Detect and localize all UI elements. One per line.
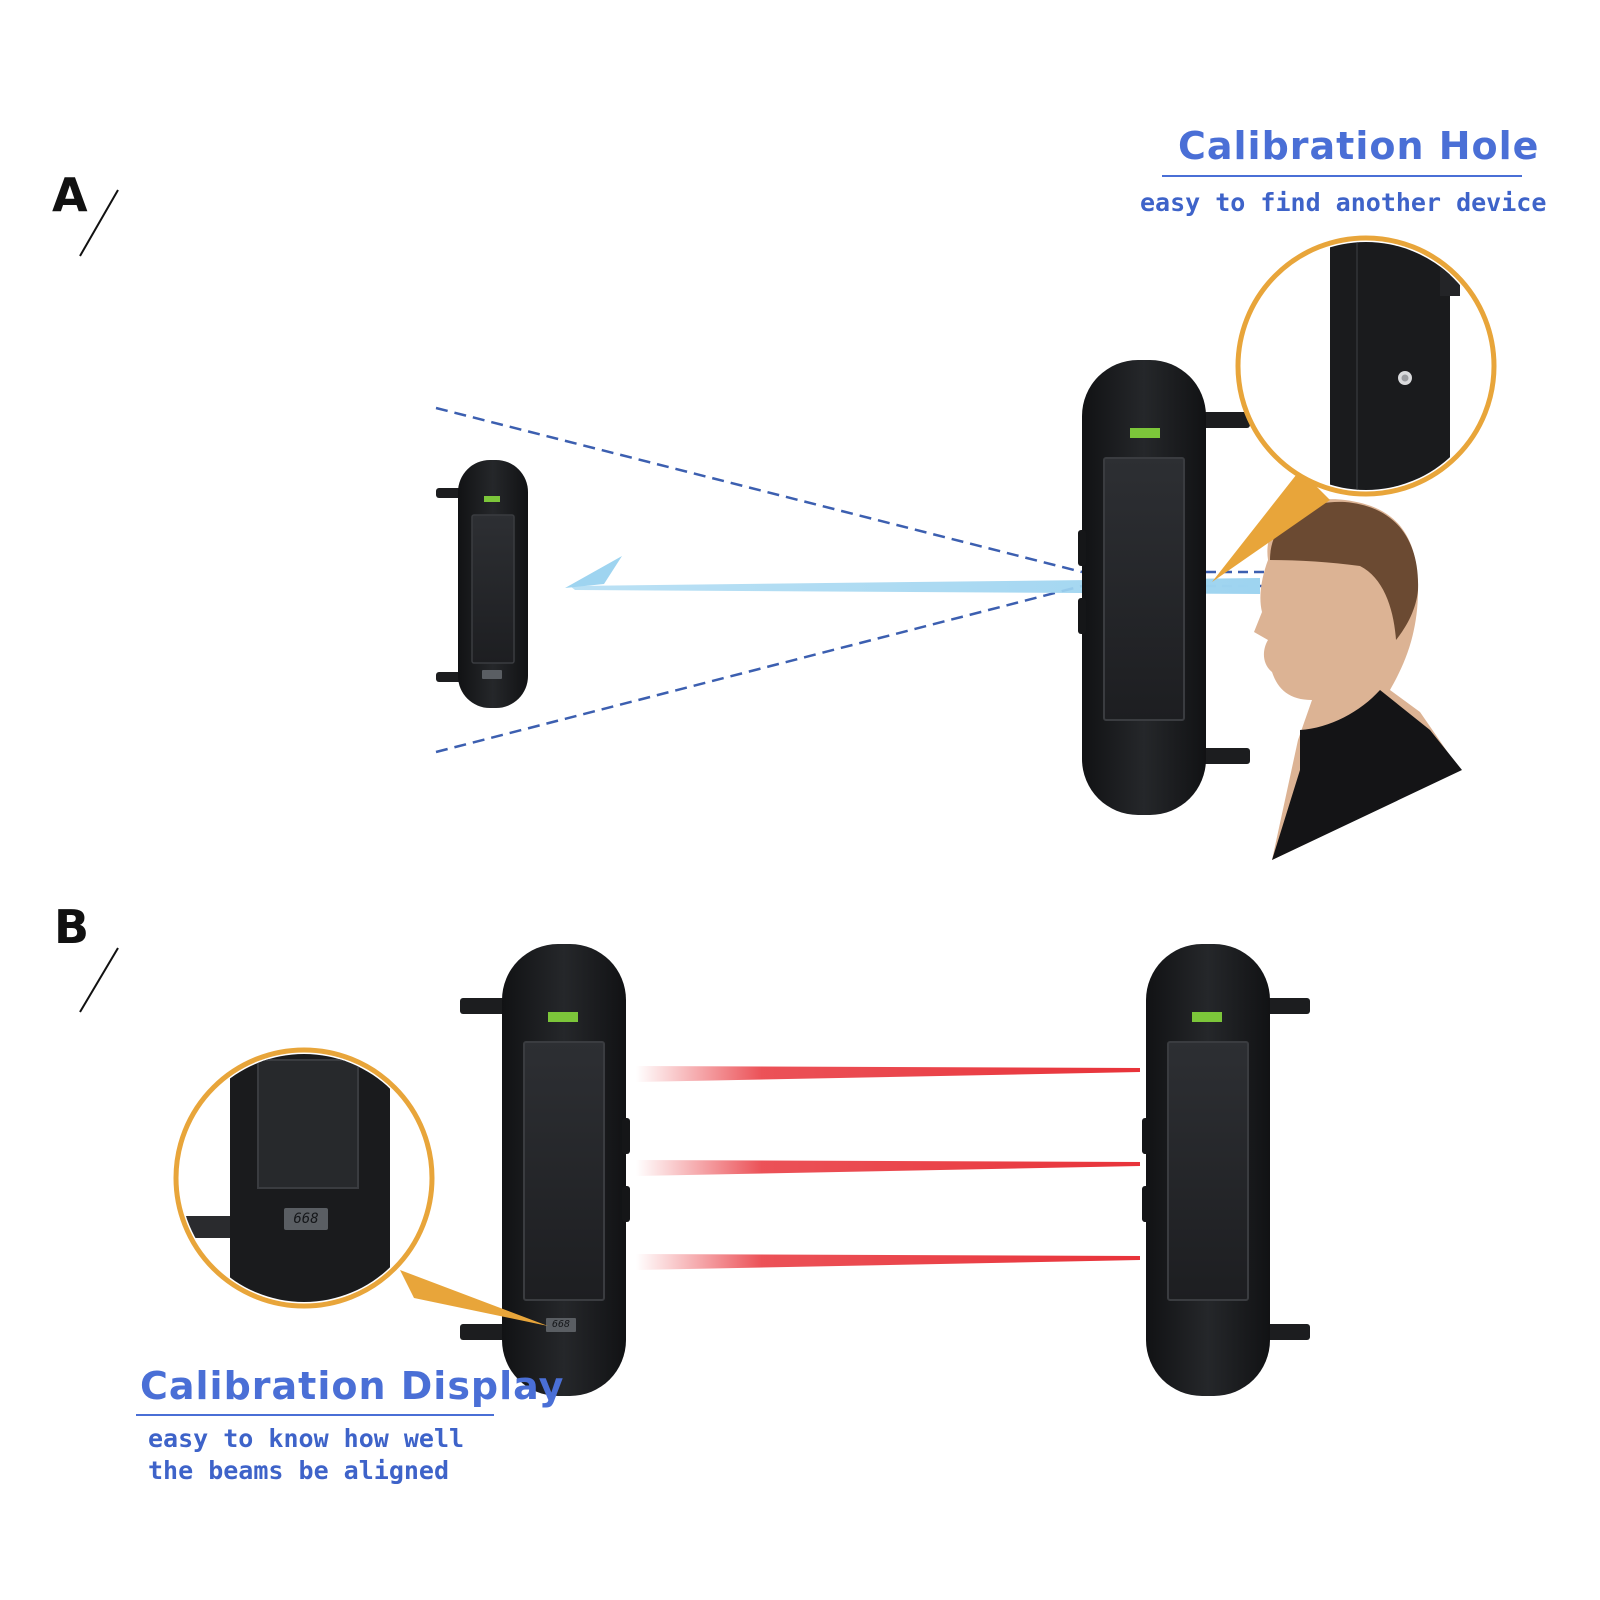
calibration-display-zoom <box>173 1047 548 1326</box>
calibration-hole-title: Calibration Hole <box>1178 124 1540 168</box>
calibration-hole-zoom <box>1212 235 1497 582</box>
calibration-display-rule <box>136 1414 494 1416</box>
calibration-display-title: Calibration Display <box>140 1364 565 1408</box>
left-device-b <box>460 944 630 1396</box>
far-device-a <box>436 460 528 708</box>
calibration-display-subtitle-line1: easy to know how well <box>148 1424 465 1453</box>
right-device-b <box>1142 944 1310 1396</box>
display-readout-device: 668 <box>551 1319 571 1330</box>
calibration-hole-subtitle: easy to find another device <box>1140 188 1547 217</box>
red-beams <box>636 1066 1140 1270</box>
display-readout-zoom: 668 <box>293 1211 319 1227</box>
near-device-a <box>1078 360 1250 815</box>
panel-letter-b: B <box>54 900 90 954</box>
calibration-display-subtitle-line2: the beams be aligned <box>148 1456 450 1485</box>
field-of-view-lines <box>435 406 1275 754</box>
person-looking <box>1254 499 1462 860</box>
calibration-hole-rule <box>1162 175 1522 177</box>
